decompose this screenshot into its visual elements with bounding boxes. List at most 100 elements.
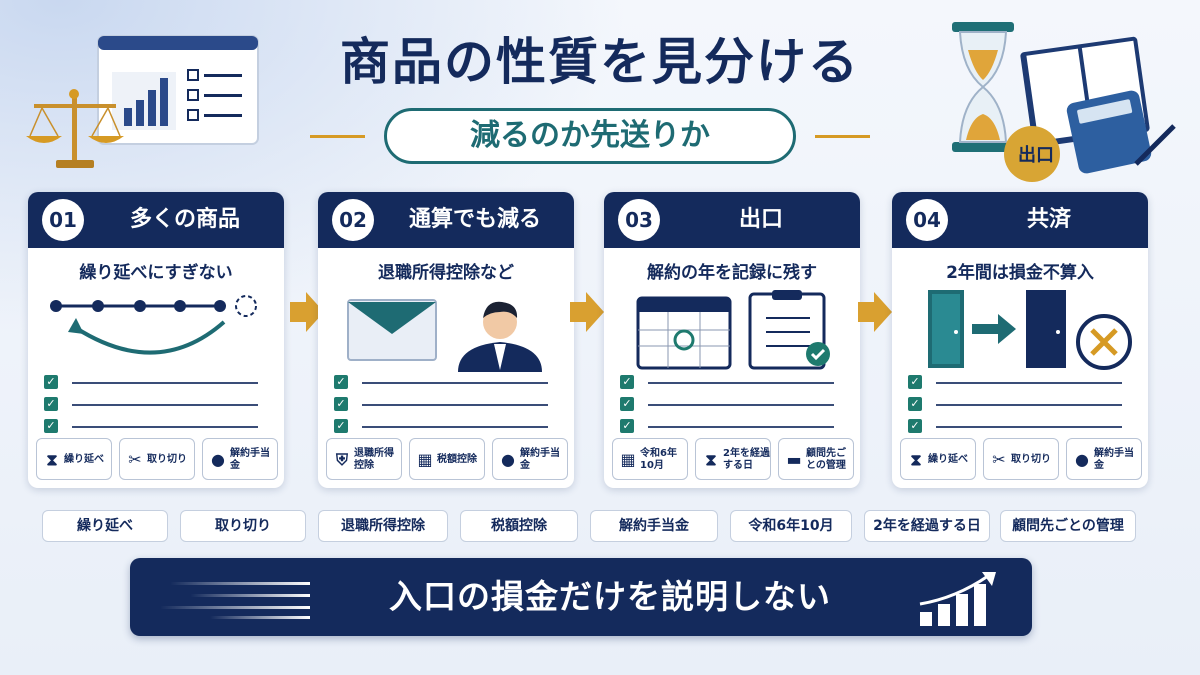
card-tags: ⧗繰り延べ ✂ 取り切り ● 解約手当金 [36,438,278,480]
card-tag: ▦ 税額控除 [409,438,485,480]
hourglass-icon: ⧗ [46,450,58,469]
flow-arrow-icon [290,292,324,332]
subtitle-block: 減るのか先送りか [310,106,870,166]
check-line [648,404,834,406]
arrow-right-icon [972,314,1016,344]
piggy-bank-icon: ● [1075,450,1089,469]
check-row: ✓ [908,372,1138,394]
piggy-bank-icon: ● [211,450,225,469]
card-04: 04 共済 2年間は損金不算入 ✓ ✓ ✓ ⧗ 繰り延べ ✂取り切り ●解約手当金 [892,192,1148,488]
card-tag: ⧗ 繰り延べ [900,438,976,480]
check-row: ✓ [908,394,1138,416]
speed-line [160,606,310,609]
card-tag-label: 取り切り [147,454,187,465]
check-line [648,382,834,384]
flow-arrow-icon [858,292,892,332]
card-tag-label: 繰り延べ [928,454,968,465]
keyword-tag: 令和6年10月 [730,510,852,542]
subtitle-left-rule [310,135,365,138]
check-icon: ✓ [44,419,58,433]
card-tags: ▦令和6年10月 ⧗ 2年を経過する日 ▬顧問先ごとの管理 [612,438,854,480]
conclusion-banner: 入口の損金だけを説明しない [130,558,1032,636]
card-tag: ✂ 取り切り [119,438,195,480]
keyword-tag: 税額控除 [460,510,578,542]
check-row: ✓ [908,416,1138,438]
calendar-icon [636,296,732,370]
card-tag: ●解約手当金 [1066,438,1142,480]
check-row: ✓ [44,416,274,438]
balance-scale-icon [26,89,124,168]
calendar-and-clipboard-illustration [636,290,830,370]
card-03: 03 出口 解約の年を記録に残す ✓ ✓ ✓ ▦令和6年10月 ⧗2年を経過 [604,192,860,488]
checklist: ✓ ✓ ✓ [908,372,1138,438]
card-tag-label: 解約手当金 [230,448,270,471]
speed-line [170,582,310,585]
check-icon: ✓ [44,397,58,411]
pen-icon [1134,124,1176,166]
check-line [362,382,548,384]
check-line [72,426,258,428]
calculator-icon: ▦ [417,450,433,469]
subtitle-pill: 減るのか先送りか [384,108,796,164]
envelope-icon [347,299,437,361]
check-row: ✓ [44,394,274,416]
advisor-person-icon [458,301,542,372]
card-tag: ● 解約手当金 [202,438,278,480]
card-tag: ✂取り切り [983,438,1059,480]
card-header: 01 多くの商品 [28,192,284,248]
card-tag: ▦令和6年10月 [612,438,688,480]
check-row: ✓ [620,372,850,394]
checklist: ✓ ✓ ✓ [620,372,850,438]
check-icon: ✓ [908,397,922,411]
calendar-icon: ▦ [620,450,636,469]
card-tag-label: 退職所得控除 [354,448,394,471]
card-header: 02 通算でも減る [318,192,574,248]
checklist: ✓ ✓ ✓ [334,372,564,438]
card-tag-label: 税額控除 [437,454,477,465]
check-icon: ✓ [334,397,348,411]
check-icon: ✓ [334,375,348,389]
card-number: 04 [906,199,948,241]
card-tag-label: 顧問先ごとの管理 [806,448,846,471]
deny-x-icon [1076,314,1132,370]
card-tag-label: 令和6年10月 [640,448,677,471]
scissors-icon: ✂ [128,450,142,469]
card-subtitle: 2年間は損金不算入 [946,263,1094,283]
keyword-tag: 退職所得控除 [318,510,448,542]
speed-line [210,616,310,619]
deferral-timeline-illustration [50,295,257,355]
scale-and-chart-illustration [26,35,259,168]
check-icon: ✓ [620,397,634,411]
card-tag-label: 解約手当金 [520,448,560,471]
hourglass-icon: ⧗ [910,450,922,469]
exit-badge-label: 出口 [1018,145,1054,166]
hourglass-icon: ⧗ [705,450,717,469]
check-row: ✓ [620,416,850,438]
check-line [936,426,1122,428]
check-line [362,426,548,428]
keyword-tag: 2年を経過する日 [864,510,990,542]
page-title: 商品の性質を見分ける [340,33,860,91]
card-tag: ▬顧問先ごとの管理 [778,438,854,480]
keyword-tag: 繰り延べ [42,510,168,542]
chart-board-icon [97,35,259,145]
check-icon: ✓ [908,419,922,433]
card-tag-label: 2年を経過する日 [723,448,770,471]
card-header: 04 共済 [892,192,1148,248]
check-row: ✓ [334,416,564,438]
piggy-bank-icon: ● [501,450,515,469]
card-tags: ⛨退職所得控除 ▦ 税額控除 ● 解約手当金 [326,438,568,480]
banner-text: 入口の損金だけを説明しない [389,577,831,616]
check-icon: ✓ [620,419,634,433]
check-icon: ✓ [908,375,922,389]
card-tag: ● 解約手当金 [492,438,568,480]
checklist: ✓ ✓ ✓ [44,372,274,438]
card-subtitle: 繰り延べにすぎない [79,263,233,283]
check-row: ✓ [334,372,564,394]
check-icon: ✓ [620,375,634,389]
card-tag: ⧗繰り延べ [36,438,112,480]
growth-chart-icon [919,572,996,626]
card-tag: ⛨退職所得控除 [326,438,402,480]
card-tag: ⧗ 2年を経過する日 [695,438,771,480]
check-line [936,382,1122,384]
